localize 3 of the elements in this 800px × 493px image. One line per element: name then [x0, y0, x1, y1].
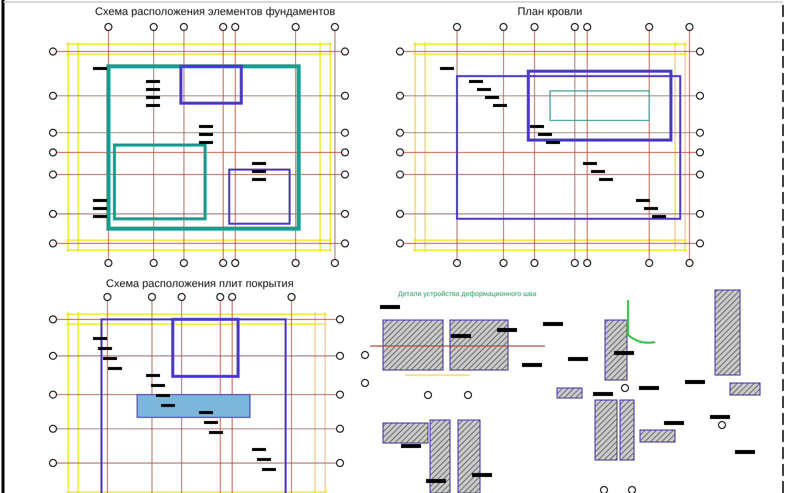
view-title: Схема расположения плит покрытия [106, 278, 294, 290]
view-title: План кровли [518, 6, 582, 18]
view-title: Схема расположения элементов фундаментов [95, 6, 336, 18]
